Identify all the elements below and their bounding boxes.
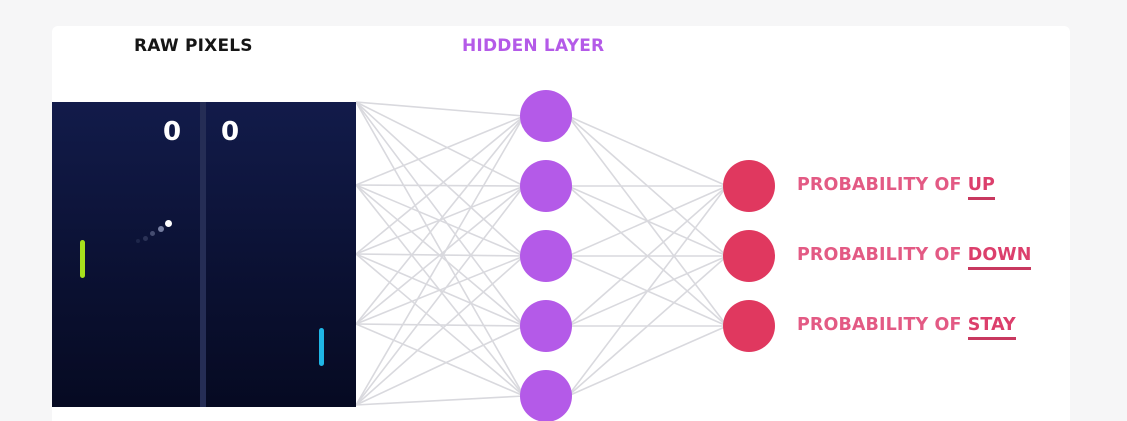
network-edge bbox=[355, 255, 525, 406]
score-right: 0 bbox=[221, 117, 240, 147]
ball-trail bbox=[158, 226, 164, 232]
network-edge bbox=[355, 115, 525, 406]
hidden-node bbox=[520, 160, 572, 212]
network-edge bbox=[355, 325, 525, 406]
raw-pixels-heading: RAW PIXELS bbox=[134, 36, 253, 56]
output-node bbox=[723, 300, 775, 352]
pong-screen: 0 0 bbox=[52, 102, 356, 407]
network-edge bbox=[567, 185, 728, 327]
court-divider bbox=[200, 102, 206, 407]
output-prefix: PROBABILITY OF bbox=[797, 315, 968, 335]
output-action: UP bbox=[967, 175, 995, 200]
network-edge bbox=[355, 323, 525, 327]
network-edge bbox=[355, 101, 525, 117]
hidden-node bbox=[520, 370, 572, 421]
network-edge bbox=[355, 323, 525, 397]
output-label-stay: PROBABILITY OF STAY bbox=[797, 315, 1016, 340]
network-edge bbox=[355, 255, 525, 325]
ball bbox=[165, 220, 172, 227]
hidden-layer-heading: HIDDEN LAYER bbox=[462, 36, 605, 56]
network-edge bbox=[355, 395, 525, 406]
output-action: STAY bbox=[967, 315, 1016, 340]
ball-trail bbox=[136, 239, 140, 243]
network-edge bbox=[567, 185, 728, 257]
right-paddle bbox=[319, 328, 324, 366]
network-edge bbox=[355, 101, 525, 187]
output-node bbox=[723, 230, 775, 282]
output-prefix: PROBABILITY OF bbox=[797, 175, 968, 195]
score-left: 0 bbox=[163, 117, 182, 147]
network-edge bbox=[355, 101, 525, 257]
hidden-node bbox=[520, 300, 572, 352]
network-edge bbox=[567, 325, 728, 397]
output-label-down: PROBABILITY OF DOWN bbox=[797, 245, 1032, 270]
network-edge bbox=[355, 115, 525, 255]
network-edge bbox=[355, 101, 525, 327]
ball-trail bbox=[150, 231, 155, 236]
ball-trail bbox=[143, 236, 148, 241]
output-prefix: PROBABILITY OF bbox=[797, 245, 968, 265]
network-edge bbox=[355, 185, 525, 325]
network-edge bbox=[355, 115, 525, 186]
hidden-node bbox=[520, 90, 572, 142]
output-label-up: PROBABILITY OF UP bbox=[797, 175, 995, 200]
network-edge bbox=[355, 101, 525, 397]
network-edge bbox=[355, 115, 525, 325]
hidden-node bbox=[520, 230, 572, 282]
network-edges bbox=[355, 101, 728, 406]
network-edge bbox=[567, 255, 728, 397]
output-node bbox=[723, 160, 775, 212]
network-nodes bbox=[520, 90, 775, 421]
network-edge bbox=[567, 185, 728, 397]
output-action: DOWN bbox=[967, 245, 1032, 270]
network-edge bbox=[355, 185, 525, 406]
network-edge bbox=[567, 115, 728, 187]
left-paddle bbox=[80, 240, 85, 278]
